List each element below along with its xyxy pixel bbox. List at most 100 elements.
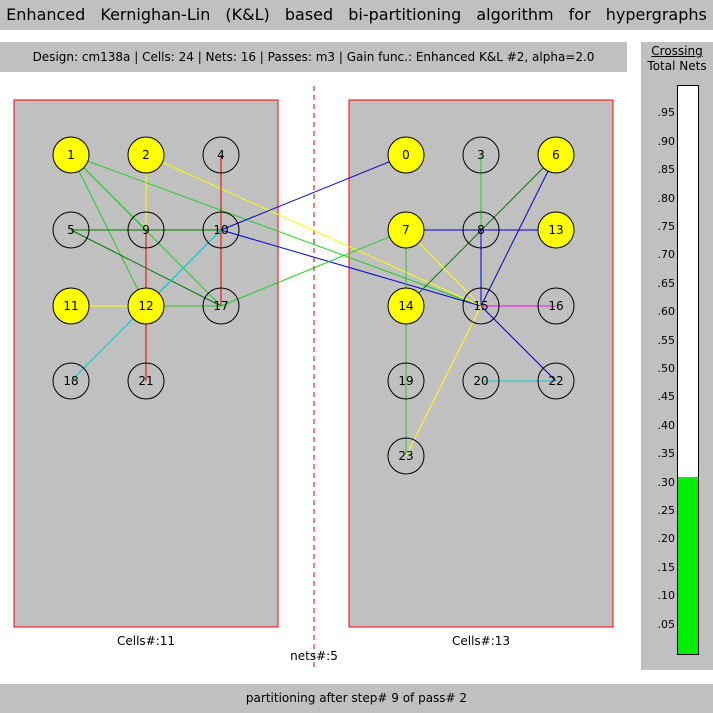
nets-layer — [70, 154, 557, 457]
net-edge-10-15 — [220, 229, 482, 307]
gauge-tick-label: .20 — [657, 532, 676, 546]
net-edge-15-23 — [405, 305, 482, 457]
cell-label: 4 — [217, 148, 225, 162]
cell-circle — [127, 211, 165, 249]
cell-label: 7 — [402, 223, 410, 237]
gauge-tick-label: .40 — [657, 418, 676, 432]
gauge-tick-label: .15 — [657, 560, 676, 574]
cell-label: 8 — [477, 223, 485, 237]
cell-11[interactable]: 11 — [52, 287, 90, 325]
cell-circle — [127, 287, 165, 325]
cell-1[interactable]: 1 — [52, 136, 90, 174]
gauge-tick-label: .25 — [657, 504, 676, 517]
gauge-tick-label: .85 — [657, 163, 676, 177]
design-info-bar: Design: cm138a | Cells: 24 | Nets: 16 | … — [0, 42, 627, 72]
cell-label: 16 — [548, 299, 563, 313]
cell-5[interactable]: 5 — [52, 211, 90, 249]
cell-13[interactable]: 13 — [537, 211, 575, 249]
cell-21[interactable]: 21 — [127, 362, 165, 400]
cell-16[interactable]: 16 — [537, 287, 575, 325]
cell-8[interactable]: 8 — [462, 211, 500, 249]
gauge-tick-label: .35 — [657, 447, 676, 461]
cell-3[interactable]: 3 — [462, 136, 500, 174]
cell-circle — [462, 362, 500, 400]
crossing-gauge-bar — [677, 85, 699, 655]
cell-label: 20 — [473, 374, 488, 388]
gauge-tick-label: .05 — [657, 617, 676, 631]
right-cells-count: Cells#:13 — [451, 634, 511, 648]
cell-14[interactable]: 14 — [387, 287, 425, 325]
cell-circle — [202, 211, 240, 249]
crossing-gauge-panel: Crossing Total Nets .95.90.85.80.75.70.6… — [641, 42, 713, 670]
cell-circle — [52, 136, 90, 174]
cell-circle — [202, 287, 240, 325]
app-title: Enhanced Kernighan-Lin (K&L) based bi-pa… — [0, 0, 713, 30]
cell-17[interactable]: 17 — [202, 287, 240, 325]
cell-label: 13 — [548, 223, 563, 237]
gauge-tick-label: .30 — [657, 475, 676, 489]
cell-label: 5 — [67, 223, 75, 237]
cell-label: 3 — [477, 148, 485, 162]
cell-circle — [387, 211, 425, 249]
gauge-tick-label: .65 — [657, 276, 676, 290]
cell-circle — [202, 136, 240, 174]
cell-20[interactable]: 20 — [462, 362, 500, 400]
cell-2[interactable]: 2 — [127, 136, 165, 174]
cell-9[interactable]: 9 — [127, 211, 165, 249]
cell-label: 0 — [402, 148, 410, 162]
cell-0[interactable]: 0 — [387, 136, 425, 174]
cell-label: 21 — [138, 374, 153, 388]
cell-circle — [462, 136, 500, 174]
cell-circle — [462, 211, 500, 249]
cell-15[interactable]: 15 — [462, 287, 500, 325]
cell-circle — [52, 362, 90, 400]
cell-circle — [462, 287, 500, 325]
cell-circle — [387, 437, 425, 475]
gauge-tick-label: .10 — [657, 589, 676, 603]
cell-circle — [537, 287, 575, 325]
cell-label: 22 — [548, 374, 563, 388]
cell-label: 12 — [138, 299, 153, 313]
cell-23[interactable]: 23 — [387, 437, 425, 475]
cell-4[interactable]: 4 — [202, 136, 240, 174]
cell-circle — [537, 136, 575, 174]
cell-label: 1 — [67, 148, 75, 162]
cell-label: 10 — [213, 223, 228, 237]
cell-label: 18 — [63, 374, 78, 388]
cell-6[interactable]: 6 — [537, 136, 575, 174]
cell-circle — [52, 287, 90, 325]
gauge-header: Crossing Total Nets — [641, 44, 713, 74]
cell-circle — [127, 362, 165, 400]
cell-circle — [387, 362, 425, 400]
left-cells-count: Cells#:11 — [116, 634, 176, 648]
cell-circle — [537, 211, 575, 249]
net-edge-10-0 — [220, 154, 407, 231]
cut-nets-count: nets#:5 — [290, 649, 338, 663]
cell-label: 9 — [142, 223, 150, 237]
gauge-tick-label: .50 — [657, 362, 676, 375]
net-edge-17-7 — [220, 229, 407, 307]
cell-12[interactable]: 12 — [127, 287, 165, 325]
net-edge-2-15 — [145, 154, 482, 307]
gauge-tick-label: .90 — [657, 134, 676, 148]
cell-label: 15 — [473, 299, 488, 313]
cell-10[interactable]: 10 — [202, 211, 240, 249]
gauge-subtitle: Total Nets — [647, 59, 707, 73]
status-bar: partitioning after step# 9 of pass# 2 — [0, 684, 713, 713]
gauge-tick-label: .70 — [657, 248, 676, 262]
gauge-title: Crossing — [651, 44, 703, 58]
cell-19[interactable]: 19 — [387, 362, 425, 400]
cell-7[interactable]: 7 — [387, 211, 425, 249]
cell-18[interactable]: 18 — [52, 362, 90, 400]
cell-circle — [127, 136, 165, 174]
cell-circle — [52, 211, 90, 249]
cell-label: 14 — [398, 299, 413, 313]
cell-label: 17 — [213, 299, 228, 313]
cell-22[interactable]: 22 — [537, 362, 575, 400]
cell-circle — [387, 287, 425, 325]
cell-label: 19 — [398, 374, 413, 388]
cell-circle — [387, 136, 425, 174]
gauge-tick-label: .55 — [657, 333, 676, 347]
